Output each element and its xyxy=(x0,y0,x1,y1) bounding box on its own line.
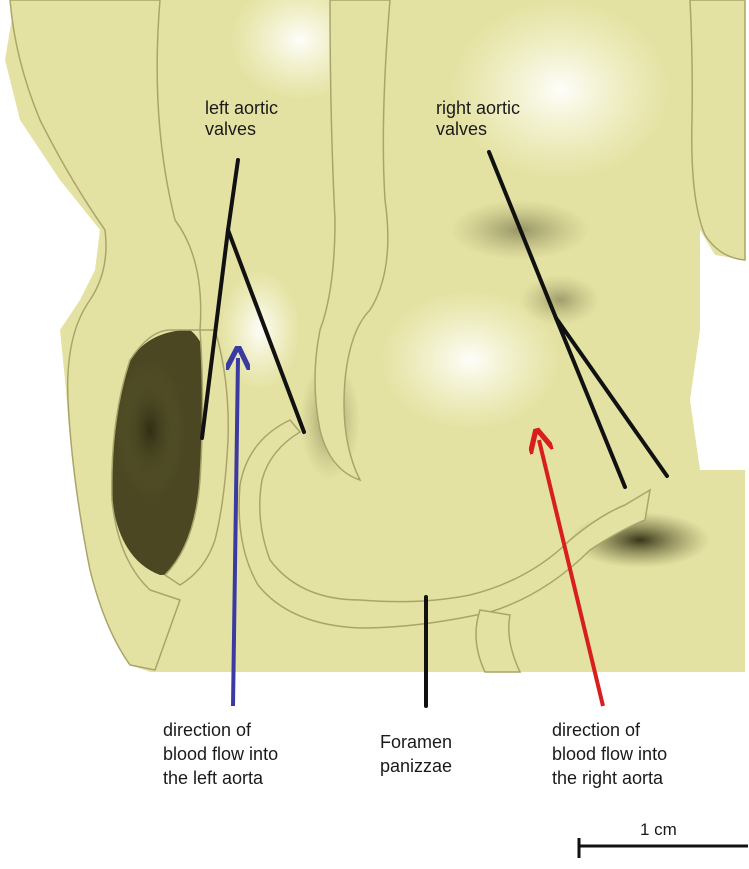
left-flow-arrow xyxy=(233,358,238,706)
scale-bar-label: 1 cm xyxy=(640,820,677,840)
label-foramen-panizzae: Foramen panizzae xyxy=(380,730,452,778)
left-valve-pointer-b xyxy=(228,230,304,432)
label-right-flow: direction of blood flow into the right a… xyxy=(552,718,667,790)
left-valve-pointer-stem xyxy=(228,160,238,230)
right-flow-arrow xyxy=(539,440,603,706)
label-right-aortic-valves: right aortic valves xyxy=(436,98,520,140)
label-left-flow: direction of blood flow into the left ao… xyxy=(163,718,278,790)
left-valve-pointer-a xyxy=(202,230,228,438)
label-left-aortic-valves: left aortic valves xyxy=(205,98,278,140)
right-valve-pointer-stem xyxy=(489,152,556,318)
